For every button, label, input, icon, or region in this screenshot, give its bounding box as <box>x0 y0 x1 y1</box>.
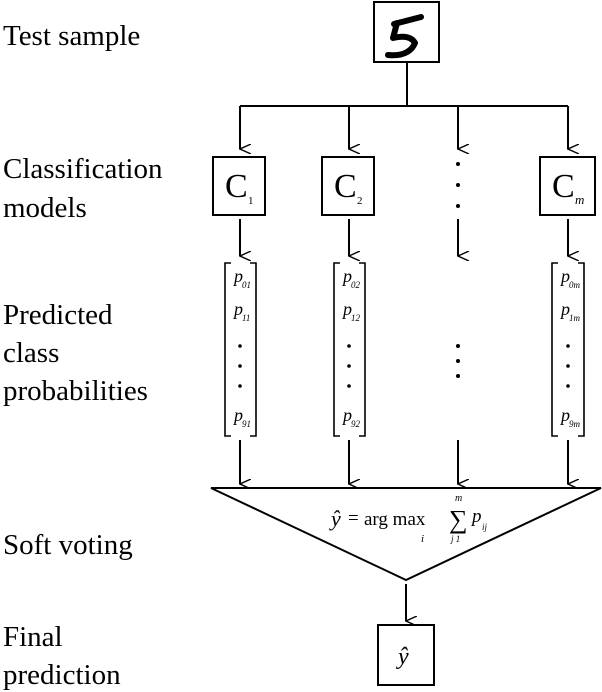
prob-symbol: p <box>559 266 570 286</box>
model-letter: C <box>334 168 357 205</box>
model-subscript: m <box>575 192 584 207</box>
prob-symbol: p <box>232 266 243 286</box>
voting-triangle <box>210 487 602 582</box>
label-prediction: prediction <box>3 659 121 691</box>
test-sample-image <box>373 1 440 63</box>
model-subscript: 1 <box>248 195 254 207</box>
label-probabilities: probabilities <box>3 375 148 407</box>
prob-subscript: 91 <box>242 419 251 429</box>
label-classification: Classification <box>3 153 163 185</box>
prob-subscript: 9m <box>569 419 581 429</box>
model-subscript: 2 <box>357 195 363 207</box>
prob-subscript: 12 <box>351 313 361 323</box>
prob-subscript: 1m <box>569 313 581 323</box>
model-box-m: C m <box>539 156 596 216</box>
model-letter: C <box>225 168 248 205</box>
formula-sum-upper: m <box>455 493 462 504</box>
vector-to-voting-arrows <box>239 440 568 484</box>
prob-subscript: 0m <box>569 280 581 290</box>
prob-vector-1: p 01 p 11 p 91 <box>224 262 257 437</box>
formula-sigma: ∑ <box>449 505 468 534</box>
formula-sum-lower: j 1 <box>450 534 460 544</box>
prob-vector-m: p 0m p 1m p 9m <box>551 262 585 437</box>
formula-term: p <box>470 506 482 527</box>
prob-symbol: p <box>559 405 570 425</box>
label-predicted: Predicted <box>3 299 113 331</box>
prob-symbol: p <box>341 266 352 286</box>
model-box-1: C 1 <box>212 156 266 216</box>
prob-symbol: p <box>232 299 243 319</box>
voting-formula: ŷ = arg max i m ∑ j 1 p ij <box>329 493 488 545</box>
formula-equals: = <box>348 508 359 529</box>
prob-symbol: p <box>341 299 352 319</box>
prob-subscript: 92 <box>351 419 361 429</box>
model-box-2: C 2 <box>321 156 375 216</box>
label-class: class <box>3 337 59 369</box>
prob-symbol: p <box>341 405 352 425</box>
formula-argmax: arg max <box>364 509 426 530</box>
final-y-hat: ŷ <box>396 644 409 670</box>
prob-subscript: 02 <box>351 280 361 290</box>
prob-subscript: 11 <box>242 313 250 323</box>
label-test-sample: Test sample <box>3 20 140 52</box>
prob-symbol: p <box>559 299 570 319</box>
formula-y-hat: ŷ <box>329 506 341 531</box>
model-letter: C <box>552 168 575 205</box>
formula-argmax-sub: i <box>421 533 424 545</box>
model-to-vector-arrows <box>239 219 568 256</box>
formula-term-sub: ij <box>482 522 488 532</box>
final-prediction-box: ŷ <box>377 624 435 686</box>
prob-symbol: p <box>232 405 243 425</box>
label-final: Final <box>3 621 63 653</box>
label-soft-voting: Soft voting <box>3 529 133 561</box>
vector-ellipsis <box>456 344 460 378</box>
model-ellipsis <box>456 162 460 208</box>
prob-vector-2: p 02 p 12 p 92 <box>333 262 366 437</box>
label-models: models <box>3 192 87 224</box>
prob-subscript: 01 <box>242 280 251 290</box>
branch-connectors <box>239 62 568 149</box>
